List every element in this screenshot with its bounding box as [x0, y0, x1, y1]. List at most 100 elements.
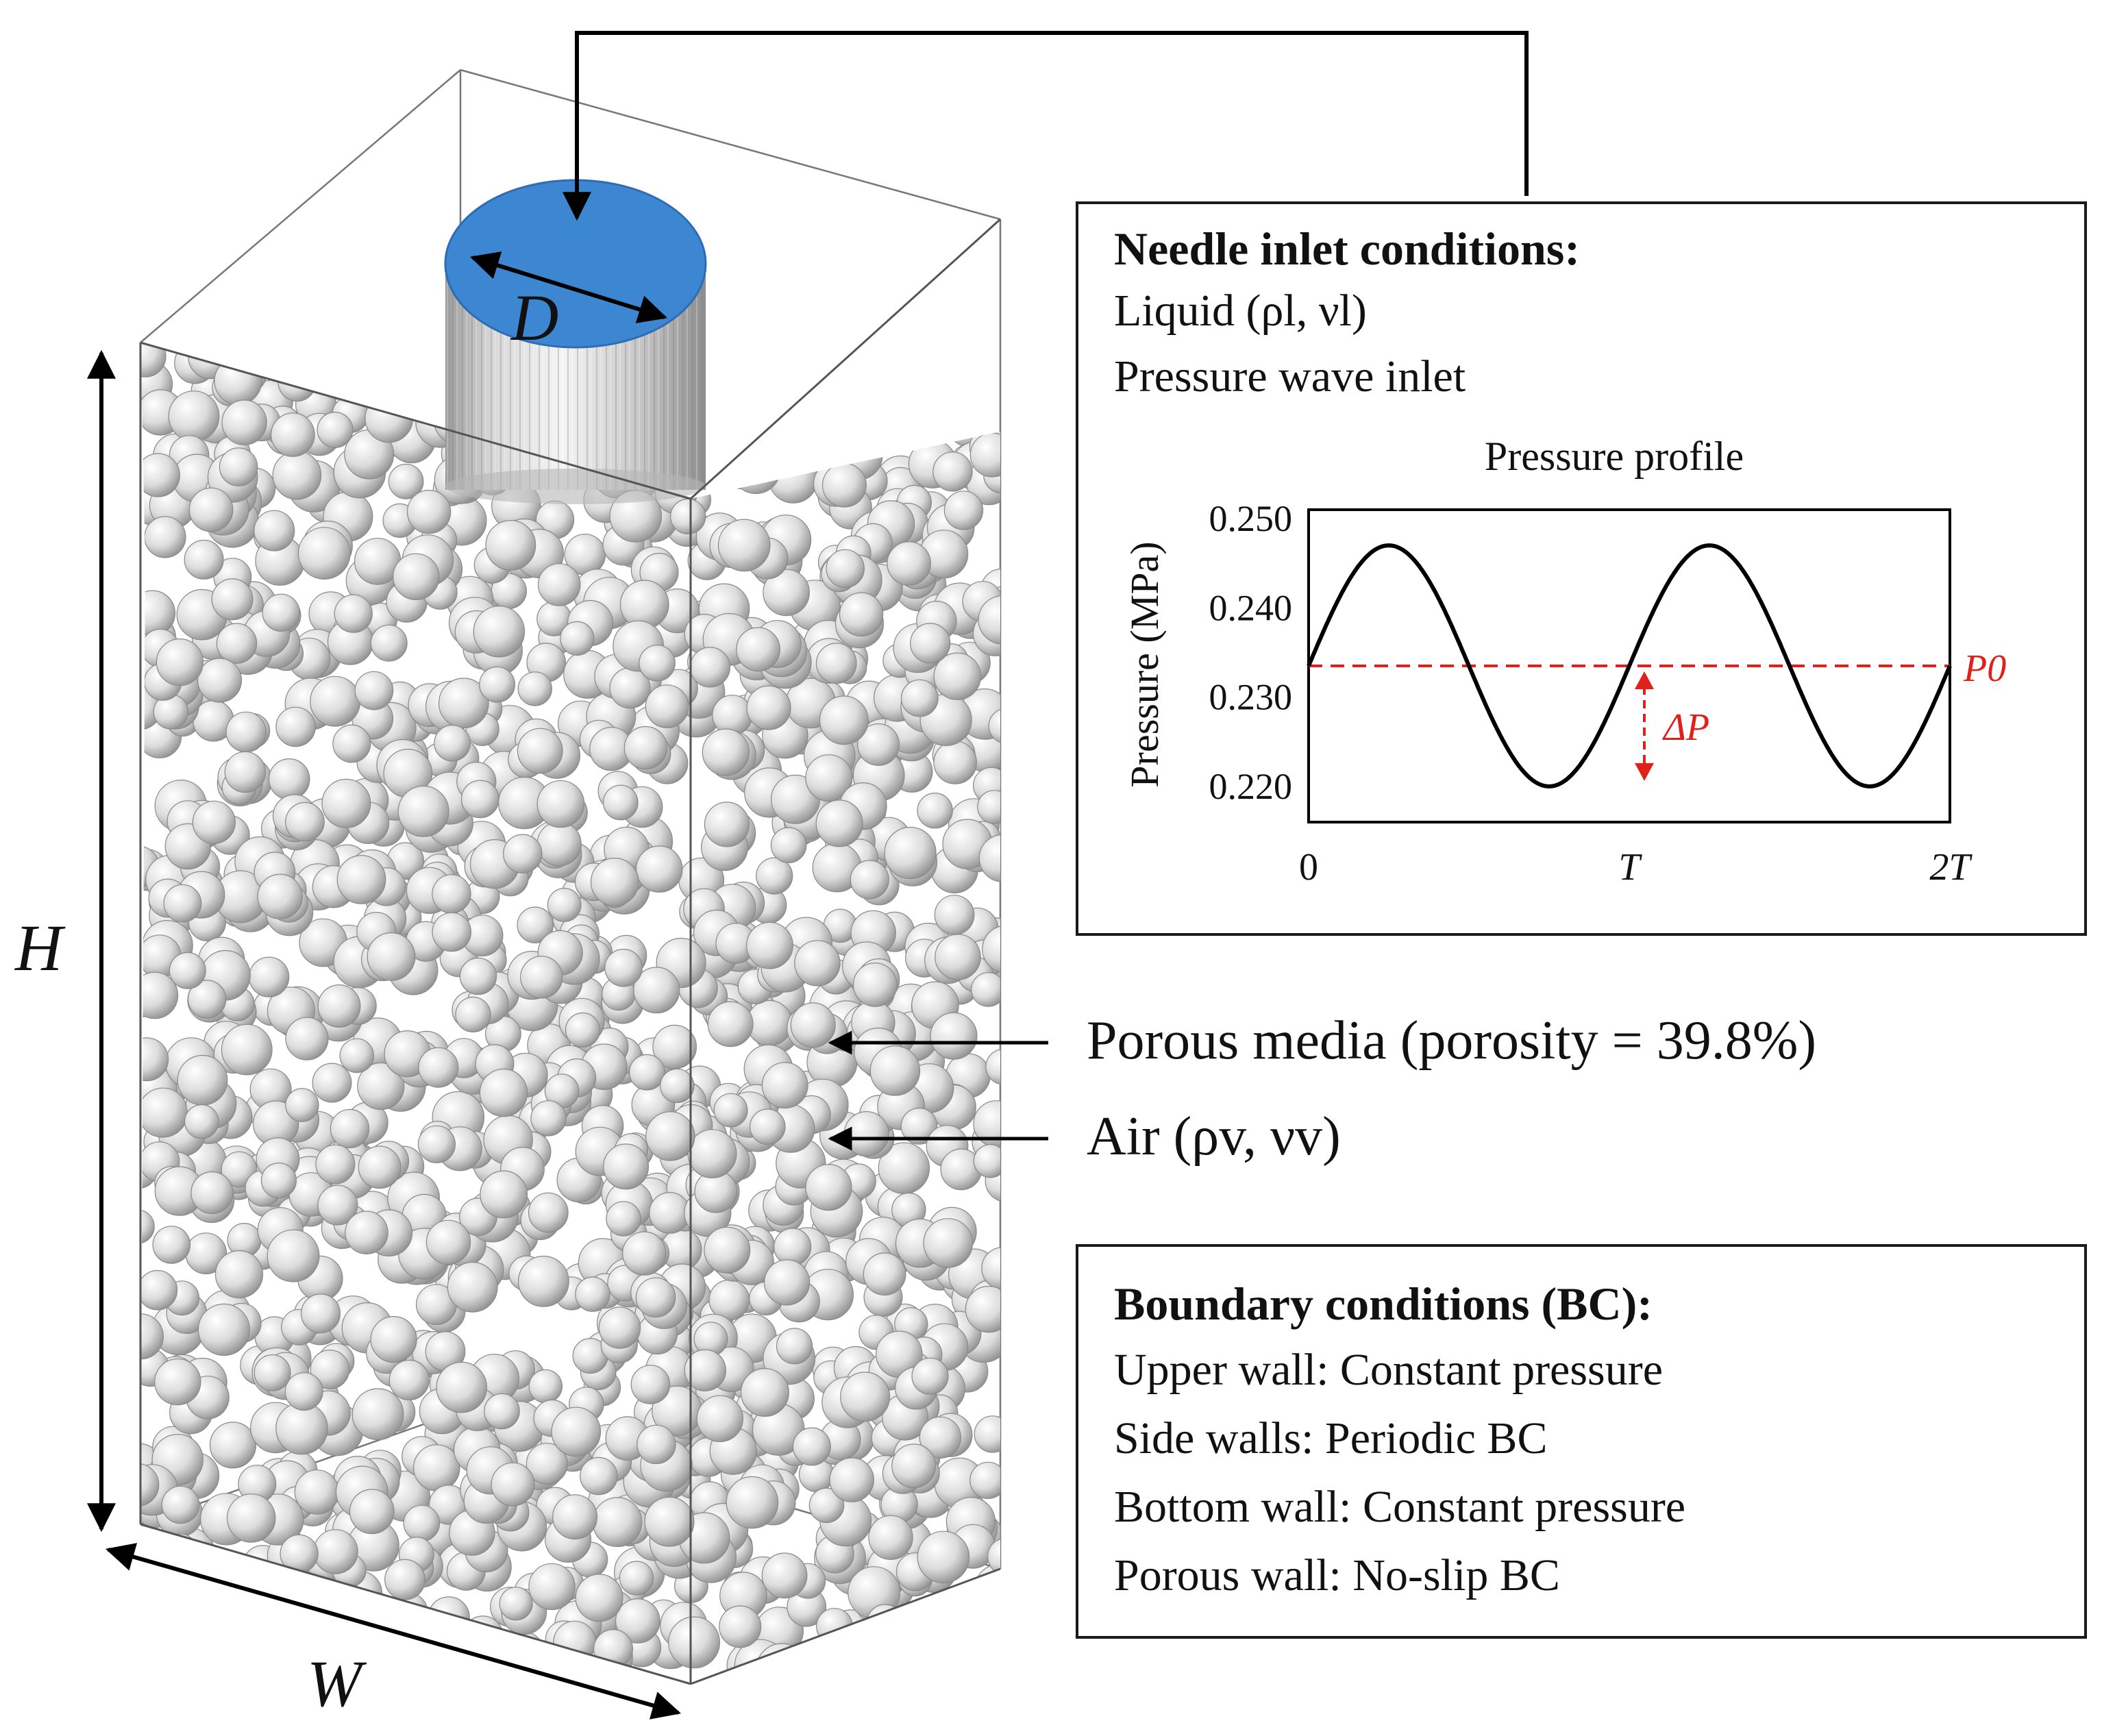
- porous-sphere: [214, 1250, 264, 1299]
- porous-sphere: [947, 343, 996, 388]
- porous-sphere: [840, 1372, 891, 1422]
- porous-sphere: [606, 1201, 641, 1237]
- width-label: W: [307, 1647, 362, 1720]
- porous-sphere: [704, 802, 750, 847]
- porous-sphere: [709, 343, 751, 376]
- porous-sphere: [933, 741, 978, 784]
- porous-sphere: [978, 834, 1000, 882]
- porous-sphere: [794, 940, 841, 987]
- porous-sphere: [834, 1626, 874, 1666]
- porous-sphere: [412, 1444, 460, 1491]
- porous-sphere: [417, 1125, 456, 1163]
- porous-sphere: [863, 1252, 906, 1296]
- porous-sphere: [434, 724, 471, 762]
- porous-sphere: [254, 510, 295, 551]
- porous-sphere: [267, 1229, 320, 1282]
- porous-sphere: [889, 343, 924, 365]
- porous-sphere: [900, 679, 939, 717]
- porous-sphere: [955, 360, 996, 400]
- porous-sphere: [518, 1255, 569, 1307]
- porous-sphere: [934, 895, 975, 935]
- porous-sphere: [857, 723, 900, 766]
- porous-sphere: [815, 799, 863, 847]
- porous-sphere: [839, 367, 878, 406]
- porous-sphere: [140, 1209, 155, 1244]
- needle-inlet-box: Needle inlet conditions: Liquid (ρl, νl)…: [1076, 201, 2087, 936]
- porous-sphere: [796, 345, 831, 380]
- height-label: H: [15, 911, 63, 984]
- porous-sphere: [955, 1648, 1000, 1684]
- porous-sphere: [935, 934, 981, 980]
- porous-sphere: [710, 395, 761, 446]
- porous-sphere: [982, 925, 1000, 974]
- porous-sphere: [593, 1629, 633, 1670]
- porous-sphere: [551, 1406, 602, 1457]
- porous-sphere: [140, 1604, 171, 1651]
- porous-sphere: [639, 644, 676, 682]
- porous-sphere: [287, 343, 323, 358]
- porous-media-spheres: [140, 343, 1000, 1684]
- porous-sphere: [740, 1367, 789, 1417]
- porous-sphere: [911, 380, 960, 429]
- porous-sphere: [394, 362, 430, 398]
- porous-sphere: [792, 1427, 831, 1466]
- porous-sphere: [929, 343, 964, 351]
- porous-sphere: [406, 489, 452, 534]
- porous-sphere: [455, 996, 491, 1033]
- porous-sphere: [917, 792, 953, 829]
- porous-sphere: [425, 1219, 471, 1265]
- porous-sphere: [839, 592, 884, 637]
- porous-sphere: [740, 400, 793, 454]
- porous-sphere: [988, 708, 1000, 744]
- porous-sphere: [826, 549, 865, 588]
- porous-sphere: [520, 956, 563, 999]
- porous-sphere: [977, 790, 1000, 824]
- porous-sphere: [707, 1001, 754, 1047]
- porous-sphere: [874, 1613, 914, 1653]
- pressure-wave-text: Pressure wave inlet: [1114, 351, 1466, 401]
- porous-sphere: [619, 1561, 654, 1596]
- porous-sphere: [190, 1171, 234, 1215]
- porous-sphere: [536, 821, 582, 867]
- porous-sphere: [821, 462, 867, 508]
- porous-sphere: [140, 1087, 188, 1138]
- porous-sphere: [198, 1588, 245, 1634]
- porous-sphere: [284, 1372, 323, 1411]
- porous-sphere: [304, 343, 340, 372]
- porous-sphere: [745, 921, 793, 969]
- porous-sphere: [978, 595, 1000, 645]
- porous-sphere: [317, 411, 354, 448]
- porous-sphere: [746, 1000, 793, 1047]
- porous-sphere: [717, 519, 771, 572]
- porous-sphere: [262, 593, 300, 632]
- porous-sphere: [817, 1653, 863, 1684]
- porous-sphere: [254, 1354, 291, 1391]
- porous-sphere: [719, 1605, 762, 1648]
- porous-sphere: [973, 1143, 1000, 1178]
- porous-sphere: [768, 454, 818, 504]
- porous-sphere: [946, 363, 983, 400]
- porous-sphere: [897, 390, 945, 440]
- porous-sphere: [312, 1063, 352, 1103]
- porous-sphere: [140, 1574, 175, 1611]
- porous-sphere: [195, 1657, 244, 1684]
- porous-sphere: [761, 1062, 808, 1109]
- porous-sphere: [687, 1129, 737, 1178]
- porous-sphere: [395, 1664, 442, 1684]
- porous-sphere: [917, 1530, 970, 1584]
- porous-sphere: [447, 1261, 498, 1313]
- liquid-properties: Liquid (ρl, νl): [1114, 286, 1367, 336]
- porous-sphere: [154, 1358, 201, 1406]
- porous-sphere: [866, 1604, 904, 1641]
- porous-sphere: [517, 671, 553, 706]
- porous-sphere: [140, 1564, 157, 1604]
- porous-sphere: [832, 1668, 878, 1684]
- bc-porous-wall: Porous wall: No-slip BC: [1114, 1550, 1560, 1600]
- porous-sphere: [829, 1457, 874, 1502]
- porous-sphere: [528, 1369, 563, 1404]
- porous-sphere: [981, 1247, 1000, 1290]
- porous-sphere: [332, 724, 371, 763]
- porous-sphere: [820, 412, 858, 451]
- porous-sphere: [187, 980, 227, 1019]
- porous-sphere: [526, 1443, 568, 1485]
